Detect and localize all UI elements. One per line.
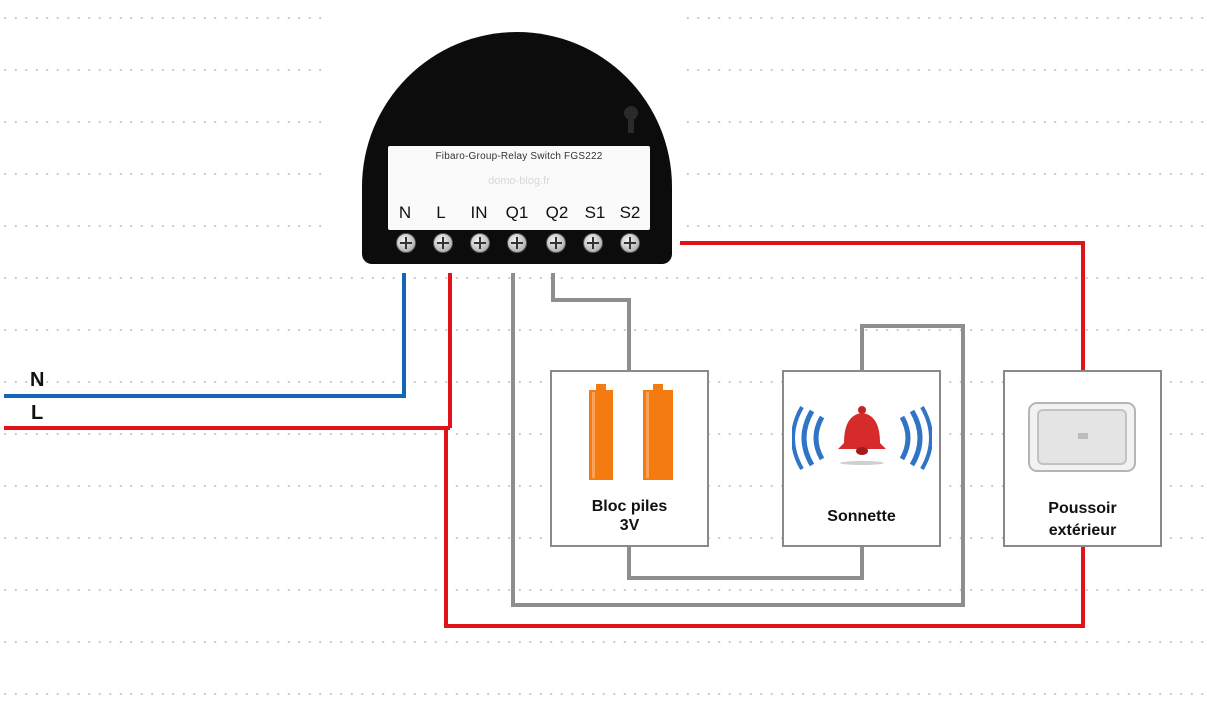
terminal-screw-l (433, 233, 453, 253)
terminal-screw-q1 (507, 233, 527, 253)
module-watermark: domo-blog.fr (488, 175, 550, 187)
neutral-wire (4, 262, 406, 398)
battery-bell-wire (627, 545, 864, 580)
s2-button-wire (630, 241, 1085, 372)
terminal-screw-in (470, 233, 490, 253)
terminal-screw-s2 (620, 233, 640, 253)
battery-box (550, 370, 709, 547)
q1-bell-wire (511, 262, 965, 607)
bell-label: Sonnette (827, 508, 896, 525)
module-label-plate (388, 146, 650, 230)
live-label: L (31, 402, 44, 424)
push-button-label: Poussoir extérieur (1048, 500, 1117, 539)
bell-icon (792, 405, 932, 471)
terminal-label-in: IN (470, 203, 488, 222)
terminal-label-l: L (436, 203, 446, 222)
live-loop-wire (444, 430, 1085, 628)
q2-battery-wire (551, 262, 631, 372)
terminal-label-q2: Q2 (545, 203, 569, 222)
neutral-label: N (30, 369, 45, 391)
terminal-screw-q2 (546, 233, 566, 253)
terminal-label-q1: Q1 (505, 203, 529, 222)
battery-label: Bloc piles 3V (591, 498, 668, 534)
module-title: Fibaro-Group-Relay Switch FGS222 (435, 151, 603, 162)
push-button-icon (1028, 402, 1136, 472)
terminal-label-n: N (398, 203, 412, 222)
battery-icon (589, 384, 673, 480)
terminal-label-s1: S1 (584, 203, 606, 222)
terminal-screw-n (396, 233, 416, 253)
terminal-label-s2: S2 (619, 203, 641, 222)
antenna-icon (624, 106, 638, 133)
terminal-screw-s1 (583, 233, 603, 253)
